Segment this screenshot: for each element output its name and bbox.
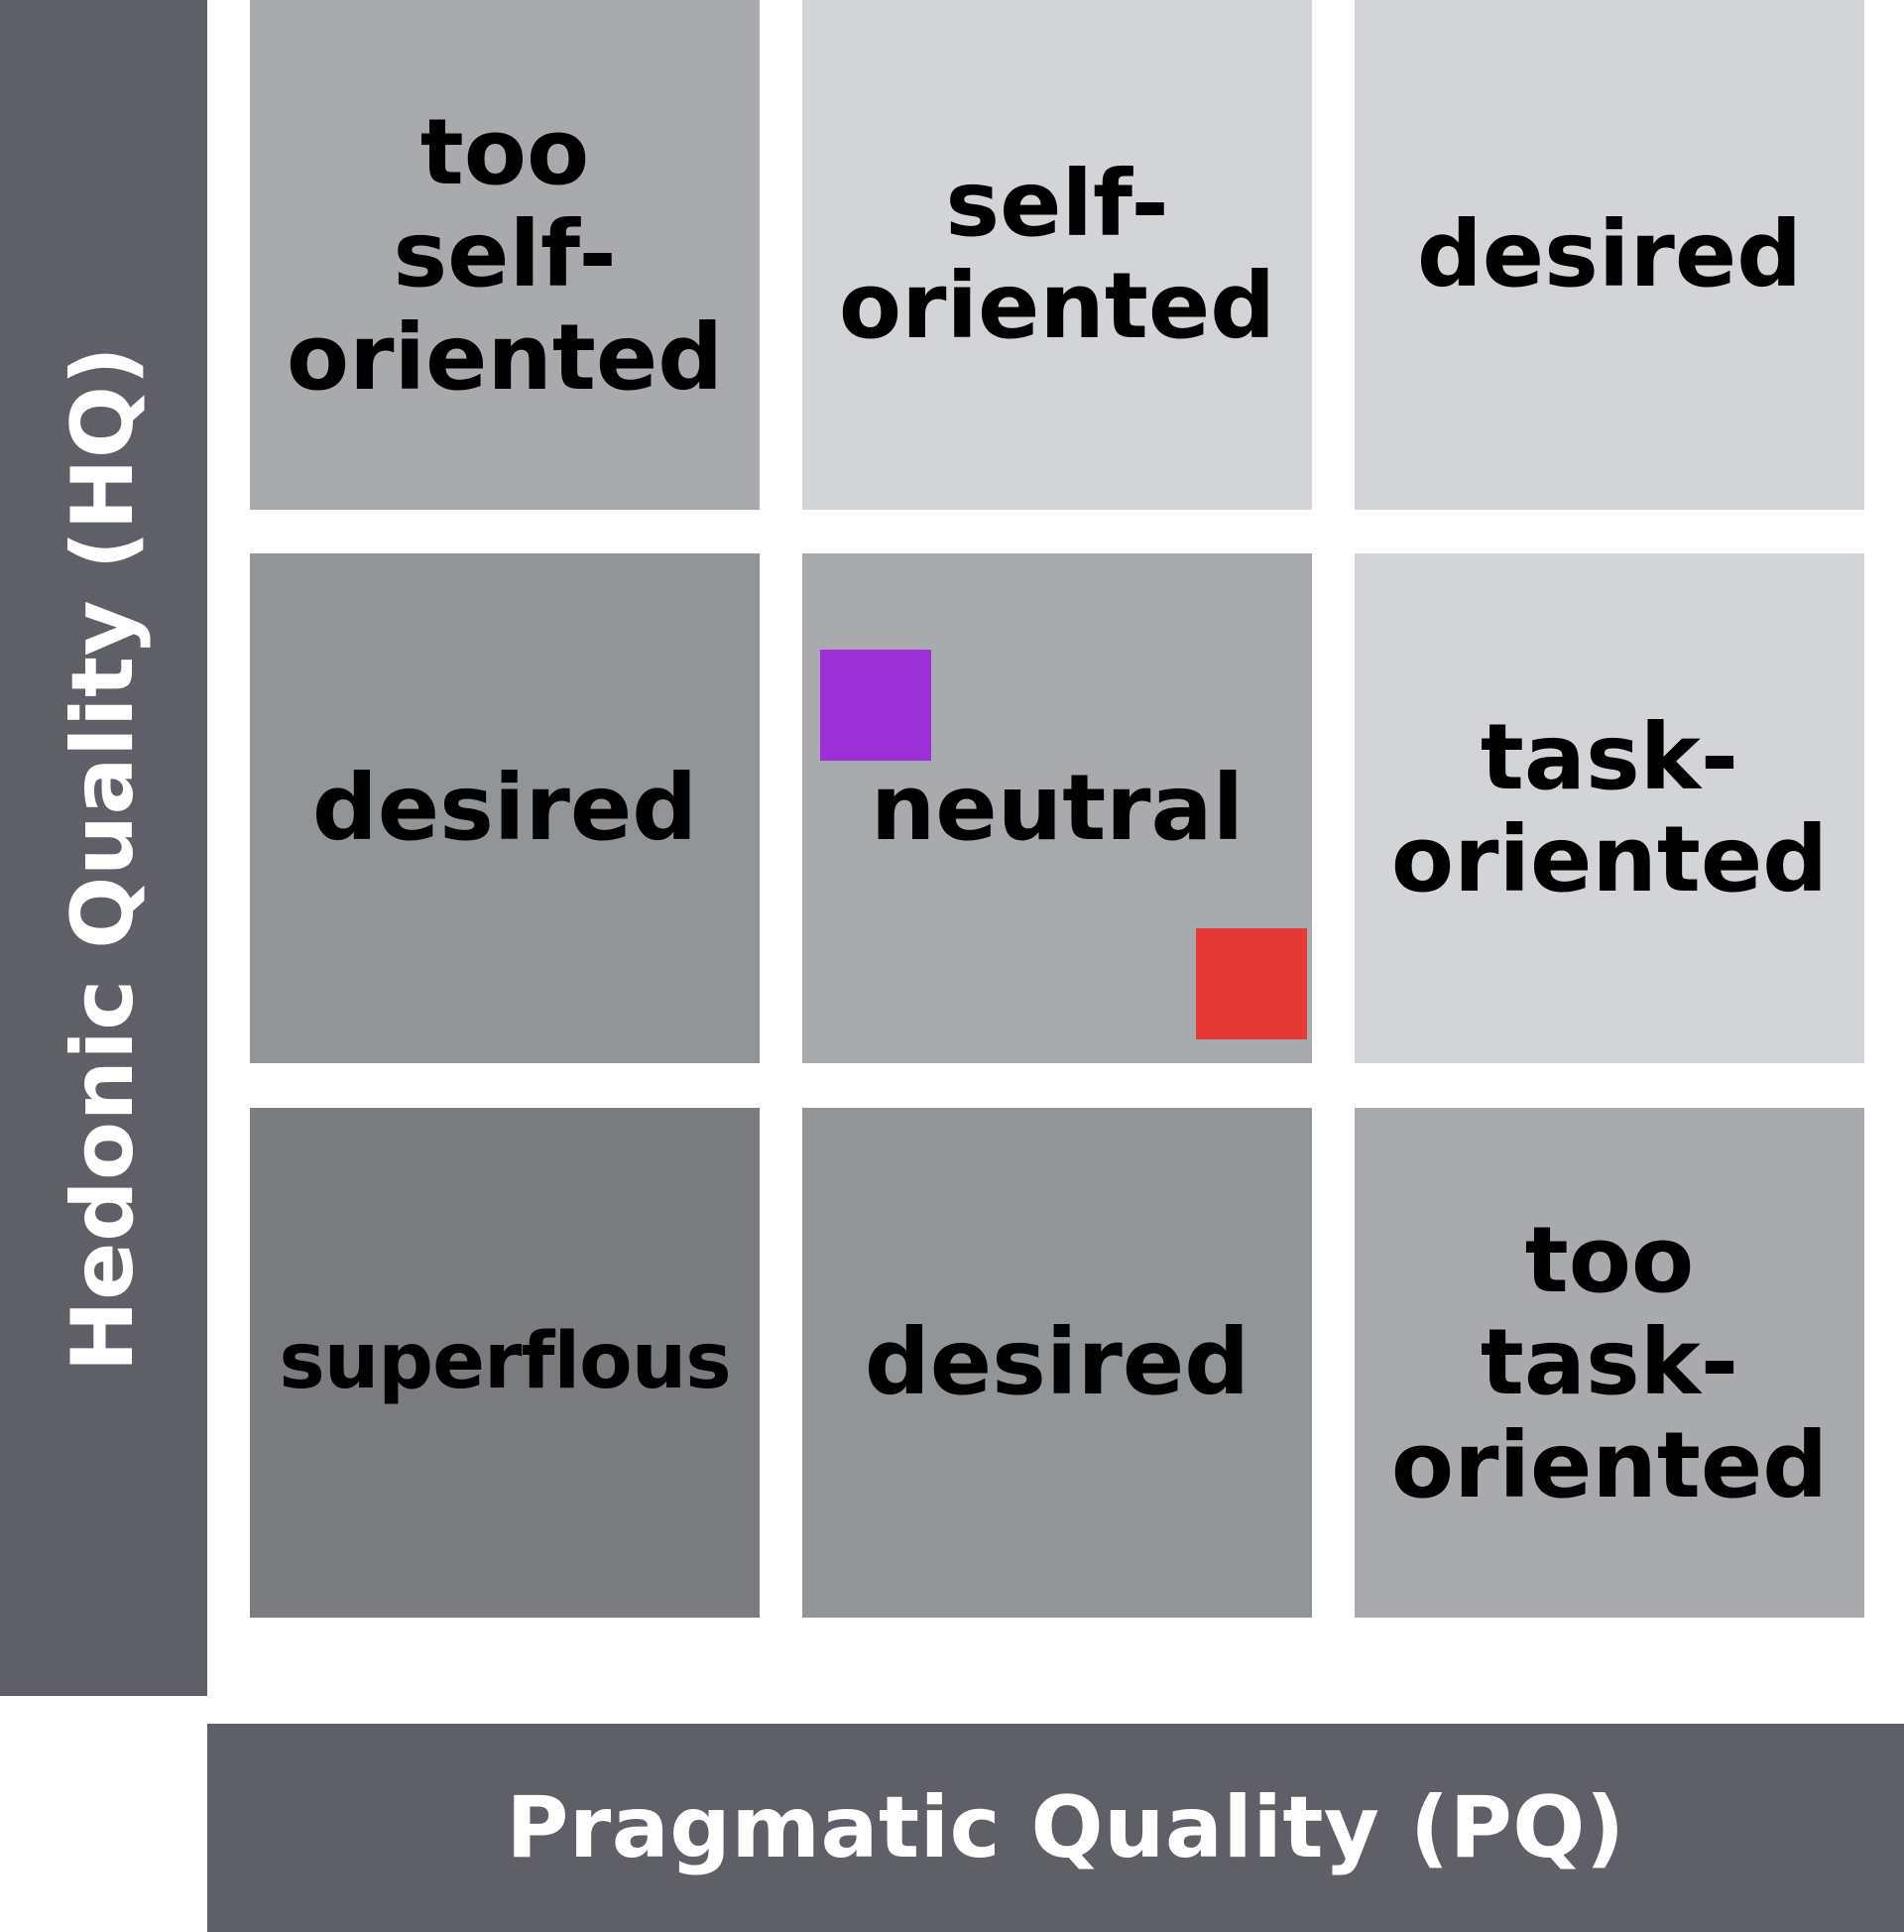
cell-desired-top-right: desired	[1355, 0, 1864, 510]
cell-self-oriented: self- oriented	[802, 0, 1312, 510]
cell-label: neutral	[870, 755, 1245, 862]
x-axis-bar: Pragmatic Quality (PQ)	[207, 1724, 1904, 1932]
cell-task-oriented: task- oriented	[1355, 553, 1864, 1063]
red-marker	[1196, 928, 1307, 1039]
y-axis-bar: Hedonic Quality (HQ)	[0, 0, 207, 1696]
cell-neutral: neutral	[802, 553, 1312, 1063]
cell-label: desired	[1416, 201, 1803, 308]
cell-superflous: superflous	[250, 1108, 760, 1618]
cell-desired-middle-left: desired	[250, 553, 760, 1063]
cell-label: superflous	[279, 1317, 731, 1407]
cell-too-self-oriented: too self- oriented	[250, 0, 760, 510]
cell-label: desired	[864, 1309, 1250, 1416]
cell-label: self- oriented	[838, 150, 1276, 359]
cell-label: task- oriented	[1390, 703, 1829, 912]
cell-desired-bottom-middle: desired	[802, 1108, 1312, 1618]
cell-label: too self- oriented	[286, 99, 724, 411]
cell-too-task-oriented: too task- oriented	[1355, 1108, 1864, 1618]
cell-label: desired	[311, 755, 698, 862]
x-axis-label: Pragmatic Quality (PQ)	[506, 1778, 1625, 1877]
y-axis-label: Hedonic Quality (HQ)	[54, 345, 153, 1373]
purple-marker	[820, 650, 931, 761]
cell-label: too task- oriented	[1390, 1207, 1829, 1518]
